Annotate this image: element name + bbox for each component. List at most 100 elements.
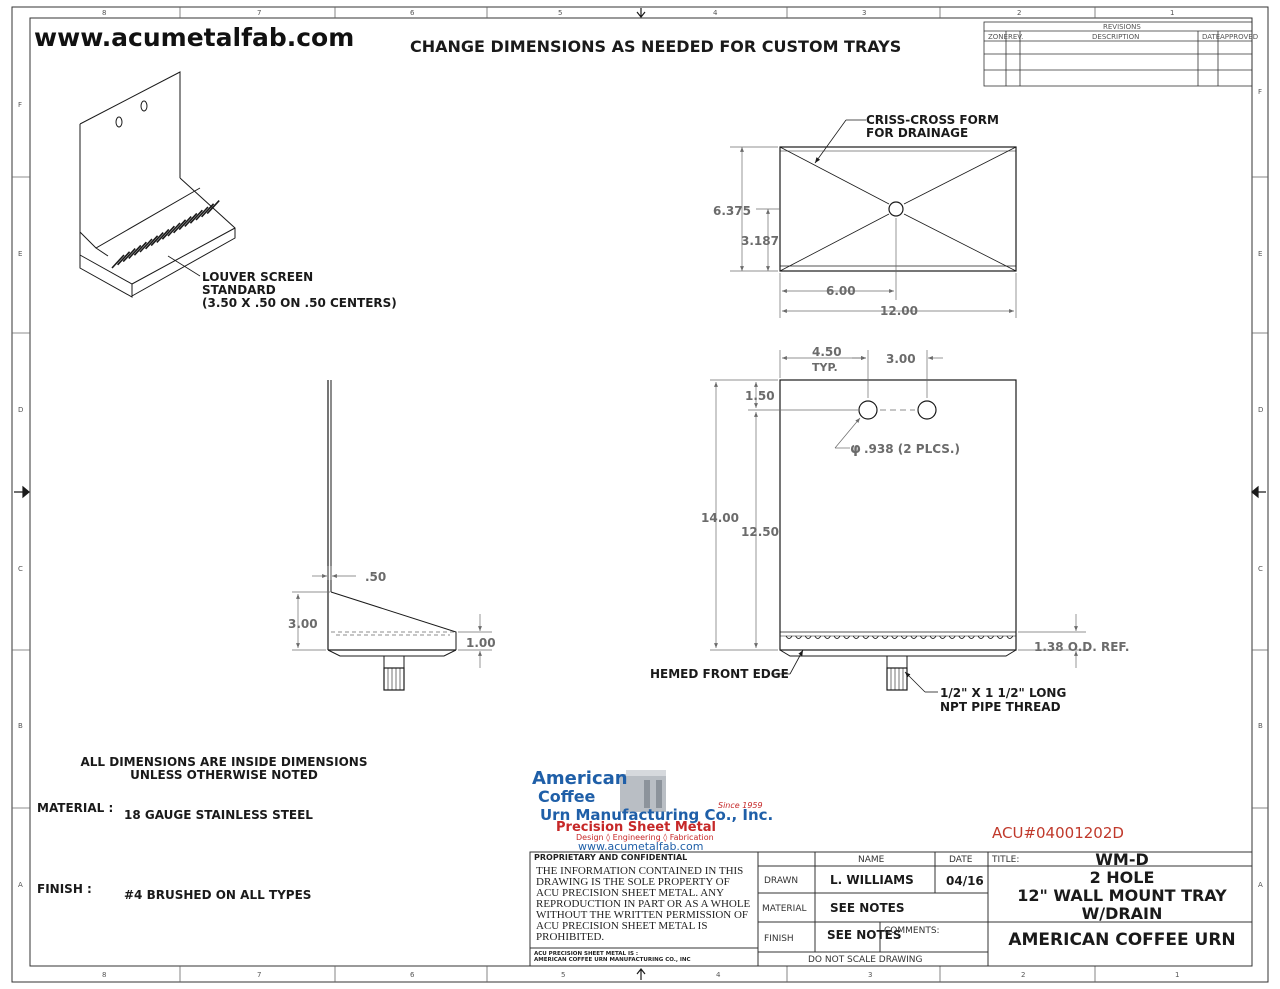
material-value: 18 GAUGE STAINLESS STEEL [124, 808, 313, 822]
zone-bottom-6: 6 [410, 971, 415, 979]
revisions-title: REVISIONS [1103, 23, 1141, 31]
zone-top-3: 3 [862, 9, 866, 17]
dim-top-half-width: 6.00 [826, 284, 856, 298]
finish-label: FINISH : [37, 882, 92, 896]
front-louver-slot [881, 635, 889, 639]
zone-top-8: 8 [102, 9, 106, 17]
dim-side-thickness: .50 [365, 570, 386, 584]
louver-callout-1: LOUVER SCREEN [202, 270, 313, 284]
tb-drawn-date: 04/16 [946, 874, 984, 888]
front-louver-slot [968, 635, 975, 639]
revisions-col-zone: ZONE [988, 33, 1008, 41]
zone-right-e: E [1258, 250, 1262, 258]
louver-slot [201, 203, 215, 218]
dim-total-height: 14.00 [701, 511, 739, 525]
dim-side-front: 1.00 [466, 636, 496, 650]
tb-drawn-label: DRAWN [764, 876, 798, 886]
louver-slot [195, 206, 209, 221]
center-arrow-bottom [636, 968, 646, 980]
outer-border [11, 6, 1269, 983]
front-louver-slot [814, 635, 822, 639]
dim-top-half-height: 3.187 [741, 234, 779, 248]
zone-right-f: F [1258, 88, 1262, 96]
dim-top-height: 6.375 [713, 204, 751, 218]
front-louver-slots [785, 635, 1014, 639]
zone-bottom-5: 5 [561, 971, 565, 979]
front-louver-slot [900, 635, 908, 639]
front-louver-slot [843, 635, 850, 639]
dim-hole-spacing: 3.00 [886, 352, 916, 366]
dim-hole-offset-note: TYP. [812, 361, 838, 374]
thread-leader [904, 671, 926, 693]
proprietary-line-7: PROHIBITED. [536, 931, 604, 943]
front-louver-slot [852, 635, 860, 639]
top-view [779, 146, 1017, 272]
tb-company: AMERICAN COFFEE URN [1008, 930, 1235, 950]
tb-material-value: SEE NOTES [830, 901, 904, 915]
thread-callout-1: 1/2" X 1 1/2" LONG [940, 686, 1066, 700]
zone-left-d: D [18, 406, 23, 414]
front-louver-slot [910, 635, 918, 639]
logo-line-5: Design ◊ Engineering ◊ Fabrication [576, 833, 714, 842]
louver-slot [145, 235, 159, 250]
front-louver-slot [958, 635, 966, 639]
front-louver-slot [996, 635, 1004, 639]
tb-title-line-1: WM-D [1095, 850, 1149, 869]
zone-left-f: F [18, 101, 22, 109]
logo-url: www.acumetalfab.com [578, 840, 703, 853]
tb-title-line-4: W/DRAIN [1082, 904, 1163, 923]
front-louver-slot [833, 635, 841, 639]
louver-slot [161, 225, 175, 240]
dim-back-height: 12.50 [741, 525, 779, 539]
front-louver-slot [920, 635, 927, 639]
logo-line-2: Coffee [538, 787, 596, 806]
zone-top-6: 6 [410, 9, 415, 17]
center-arrow-top [636, 8, 646, 18]
revisions-col-approved: APPROVED [1220, 33, 1258, 41]
zone-bottom-8: 8 [102, 971, 106, 979]
front-louver-slot [1006, 635, 1014, 639]
louver-slot [133, 241, 147, 256]
zone-bottom-4: 4 [716, 971, 721, 979]
tb-date-header: DATE [949, 855, 973, 865]
front-louver-slot [804, 635, 812, 639]
louver-slot [173, 219, 187, 234]
revisions-table [983, 21, 1253, 87]
proprietary-line-1: THE INFORMATION CONTAINED IN THIS [536, 865, 743, 877]
tb-comments-label: COMMENTS: [884, 926, 940, 936]
logo-line-1: American [532, 768, 628, 789]
zone-top-7: 7 [257, 9, 261, 17]
criss-cross-callout-2: FOR DRAINAGE [866, 126, 968, 140]
logo-line-3: Urn Manufacturing Co., Inc. [540, 806, 773, 824]
dim-hole-diameter: .938 (2 PLCS.) [864, 442, 960, 456]
tb-material-label: MATERIAL [762, 904, 807, 914]
proprietary-line-4: REPRODUCTION IN PART OR AS A WHOLE [536, 898, 751, 910]
louver-slot [128, 244, 142, 259]
front-view-dimensions [710, 350, 1086, 668]
proprietary-line-5: WITHOUT THE WRITTEN PERMISSION OF [536, 909, 748, 921]
title-block-grid [529, 851, 1253, 967]
logo-since: Since 1959 [718, 801, 763, 810]
dim-od-ref: 1.38 O.D. REF. [1034, 640, 1129, 654]
zone-left-a: A [18, 881, 23, 889]
side-view-dimensions [292, 566, 492, 668]
hemmed-leader-arrow [789, 649, 804, 675]
thread-callout-2: NPT PIPE THREAD [940, 700, 1061, 714]
zone-top-5: 5 [558, 9, 562, 17]
tb-finish-label: FINISH [764, 934, 794, 944]
louver-slot [184, 212, 198, 227]
zone-left-e: E [18, 250, 22, 258]
company-logo: American Coffee Urn Manufacturing Co., I… [532, 768, 773, 853]
front-louver-slot [948, 635, 956, 639]
louver-slot [111, 254, 125, 269]
louver-slot [156, 228, 170, 243]
front-louver-slot [939, 635, 946, 639]
criss-cross-leader [814, 119, 847, 164]
diameter-symbol: φ [850, 441, 861, 457]
part-number: ACU#04001202D [992, 824, 1124, 842]
criss-cross-callout-1: CRISS-CROSS FORM [866, 113, 999, 127]
top-view-dimensions [730, 146, 1017, 318]
iso-view [79, 71, 236, 298]
